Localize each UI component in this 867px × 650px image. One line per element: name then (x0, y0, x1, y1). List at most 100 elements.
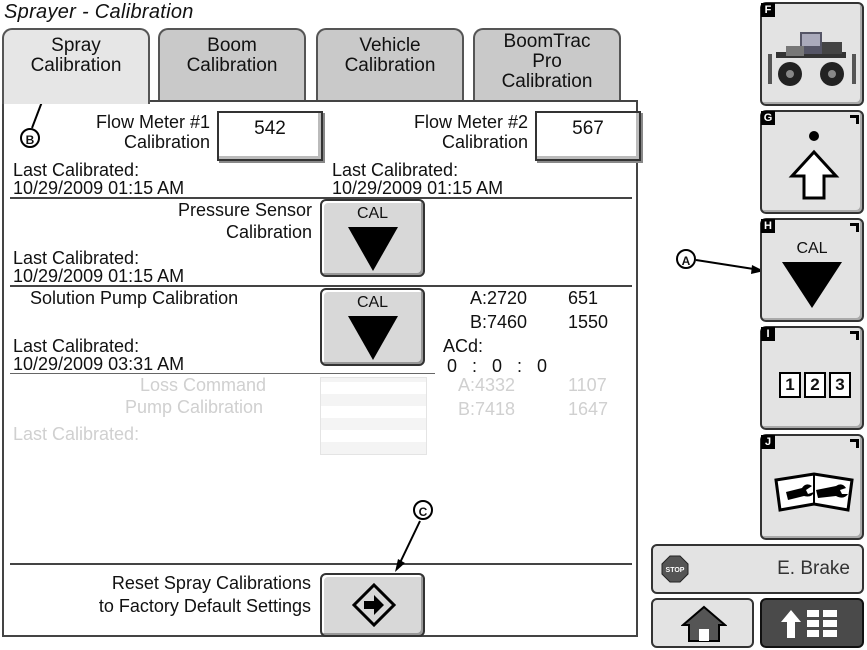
flow-meter-1-last-cal-value: 10/29/2009 01:15 AM (13, 178, 185, 198)
pump-b-value: 1550 (568, 312, 609, 332)
digit: 2 (804, 372, 826, 398)
page-title: Sprayer - Calibration (4, 1, 194, 23)
reset-spray-calibrations-button[interactable] (320, 573, 425, 637)
home-button[interactable] (651, 598, 754, 648)
pressure-sensor-cal-button[interactable]: CAL (320, 199, 425, 277)
menu-button[interactable] (760, 598, 864, 648)
pump-a-value: 651 (568, 288, 599, 308)
key-letter: I (761, 327, 775, 341)
corner-mark (850, 331, 859, 340)
e-brake-label: E. Brake (777, 558, 850, 579)
pump-acd-label: ACd: (443, 336, 484, 356)
flow-meter-1-label-line2: Calibration (123, 132, 210, 152)
ghost-text: 1647 (568, 399, 609, 419)
tab-vehicle-calibration[interactable]: Vehicle Calibration (316, 28, 464, 100)
softkey-f-vehicle-button[interactable]: F (760, 2, 864, 106)
flow-meter-1-label-line1: Flow Meter #1 (95, 112, 210, 132)
down-triangle-icon (348, 227, 398, 271)
key-letter: G (761, 111, 775, 125)
flow-meter-2-last-cal-label: Last Calibrated: (332, 160, 459, 180)
flow-meter-2-input[interactable]: 567 (535, 111, 641, 161)
callout-c: C (413, 500, 433, 520)
divider (10, 373, 435, 374)
ghost-button (320, 377, 427, 455)
tab-label: BoomTrac (503, 31, 591, 52)
softkey-h-cal-button[interactable]: H CAL (760, 218, 864, 322)
corner-mark (850, 115, 859, 124)
solution-pump-label: Solution Pump Calibration (30, 288, 239, 308)
reset-label-line1: Reset Spray Calibrations (111, 573, 311, 593)
tab-spray-calibration[interactable]: Spray Calibration (2, 28, 150, 104)
flow-meter-1-value: 542 (254, 118, 286, 139)
flow-meter-2-label-line1: Flow Meter #2 (413, 112, 528, 132)
cal-label: CAL (356, 294, 389, 311)
pressure-sensor-last-cal-label: Last Calibrated: (13, 248, 140, 268)
stop-sign-icon: STOP (661, 555, 689, 583)
divider (10, 197, 632, 199)
flow-meter-1-last-cal-label: Last Calibrated: (13, 160, 140, 180)
pump-b-label: B:7460 (470, 312, 528, 332)
tab-label: Pro (532, 51, 562, 72)
key-letter: H (761, 219, 775, 233)
tab-label: Spray (51, 35, 101, 56)
softkey-g-up-button[interactable]: G (760, 110, 864, 214)
ghost-text: Loss Command (140, 375, 267, 395)
tab-label: Boom (207, 35, 257, 56)
corner-mark (850, 223, 859, 232)
down-triangle-icon (348, 316, 398, 360)
up-arrow-icon (788, 131, 840, 200)
tab-label: Vehicle (359, 35, 421, 56)
down-triangle-icon (782, 262, 842, 308)
digit: 3 (829, 372, 851, 398)
sprayer-vehicle-icon (768, 32, 856, 86)
enter-arrow-icon (352, 583, 396, 627)
tab-label: Calibration (344, 55, 436, 76)
softkey-i-numeric-button[interactable]: I 1 2 3 (760, 326, 864, 430)
calibration-panel (2, 100, 638, 637)
flow-meter-2-label: Flow Meter #2 Calibration (340, 112, 528, 152)
reset-label-line2: to Factory Default Settings (98, 596, 311, 616)
pump-acd-values: 0 : 0 : 0 (447, 356, 548, 376)
tab-boomtrac-pro-calibration[interactable]: BoomTrac Pro Calibration (473, 28, 621, 100)
ghost-text: 1107 (568, 375, 607, 395)
divider (10, 285, 632, 287)
flow-meter-2-label-line2: Calibration (441, 132, 528, 152)
e-brake-indicator: STOP E. Brake (651, 544, 864, 594)
flow-meter-1-input[interactable]: 542 (217, 111, 323, 161)
solution-pump-last-cal-value: 10/29/2009 03:31 AM (13, 354, 185, 374)
pressure-sensor-label: Pressure Sensor Calibration (110, 200, 312, 242)
solution-pump-last-cal-label: Last Calibrated: (13, 336, 140, 356)
flow-meter-1-label: Flow Meter #1 Calibration (40, 112, 210, 152)
solution-pump-cal-button[interactable]: CAL (320, 288, 425, 366)
ghost-text: B:7418 (458, 399, 516, 419)
up-menu-icon (781, 610, 837, 638)
ghost-text: A:4332 (458, 375, 516, 395)
digit: 1 (779, 372, 801, 398)
pressure-sensor-label-line2: Calibration (225, 222, 312, 242)
pressure-sensor-label-line1: Pressure Sensor (177, 200, 312, 220)
tab-label: Calibration (30, 55, 122, 76)
flow-meter-2-value: 567 (572, 118, 604, 139)
numeric-keypad-icon: 1 2 3 (779, 372, 851, 398)
ghost-text: Pump Calibration (125, 397, 264, 417)
softkey-j-service-button[interactable]: J (760, 434, 864, 540)
tab-boom-calibration[interactable]: Boom Calibration (158, 28, 306, 100)
corner-mark (850, 439, 859, 448)
home-icon (681, 605, 727, 642)
callout-b: B (20, 128, 40, 148)
flow-meter-2-last-cal-value: 10/29/2009 01:15 AM (332, 178, 504, 198)
pressure-sensor-last-cal-value: 10/29/2009 01:15 AM (13, 266, 185, 286)
tab-label: Calibration (501, 71, 593, 92)
divider (10, 563, 632, 565)
callout-a: A (676, 249, 696, 269)
tab-label: Calibration (186, 55, 278, 76)
cal-label: CAL (356, 205, 389, 222)
ghost-text: Last Calibrated: (13, 424, 140, 444)
key-letter: F (761, 3, 775, 17)
service-manual-icon (774, 472, 854, 512)
cal-label: CAL (796, 240, 828, 257)
reset-label: Reset Spray Calibrations to Factory Defa… (10, 573, 311, 616)
pump-a-label: A:2720 (470, 288, 528, 308)
key-letter: J (761, 435, 775, 449)
stop-label: STOP (666, 567, 685, 574)
